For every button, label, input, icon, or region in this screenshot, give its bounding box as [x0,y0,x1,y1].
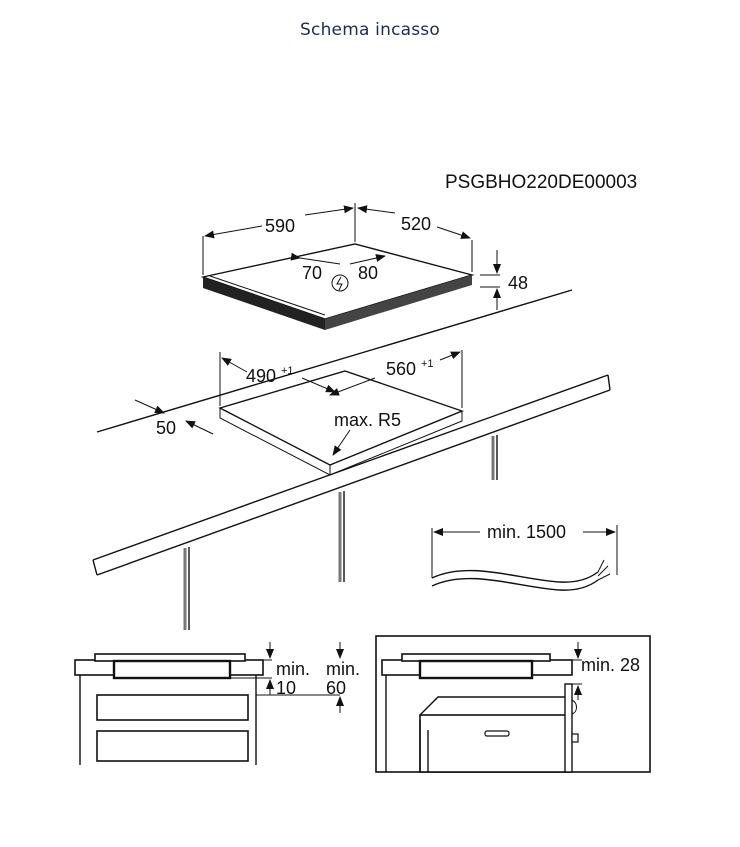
hob-drawing [200,243,475,330]
cutout-dimensions [134,350,463,456]
conn-left-label: 70 [302,263,322,283]
left-label-min-b: min. [326,659,360,679]
cutout-depth-label: 560 [386,359,416,379]
cable-drawing [431,525,618,591]
left-section-drawing [74,642,344,765]
conn-right-label: 80 [358,263,378,283]
cutout-width-tolerance: +1 [281,365,294,377]
hob-dimensions [202,203,501,310]
edge-distance-label: 50 [156,418,176,438]
hob-height-label: 48 [508,273,528,293]
countertop-drawing [92,289,611,630]
diagram-code: PSGBHO220DE00003 [445,172,637,193]
right-section-drawing [375,635,651,773]
left-label-value-b: 60 [326,678,346,698]
hob-width-label: 590 [265,216,295,236]
left-label-min-a: min. [276,659,310,679]
corner-radius-label: max. R5 [334,410,401,430]
hob-depth-label: 520 [401,214,431,234]
cutout-width-label: 490 [246,366,276,386]
cutout-depth-tolerance: +1 [421,358,434,370]
page-title: Schema incasso [300,20,440,40]
cable-length-label: min. 1500 [487,522,566,542]
right-label: min. 28 [581,655,640,675]
left-label-value-a: 10 [276,678,296,698]
